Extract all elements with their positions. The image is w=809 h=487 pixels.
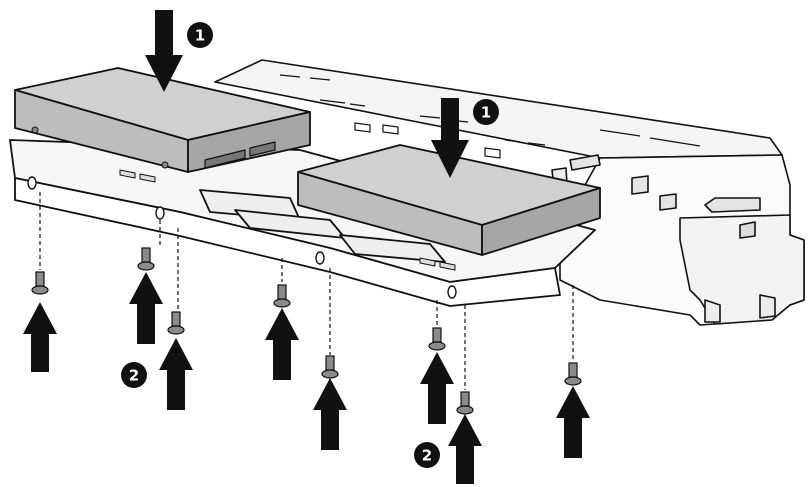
callout-label: 1 <box>195 27 205 45</box>
arrow-up-icon <box>265 308 299 380</box>
callout-step-1-left: 1 <box>187 22 213 48</box>
callout-step-1-right: 1 <box>473 99 499 125</box>
screw-icon <box>456 391 474 415</box>
callout-label: 2 <box>422 447 432 465</box>
callout-step-2-bottom: 2 <box>414 442 440 468</box>
arrow-down-icon <box>431 98 469 178</box>
arrow-up-icon <box>23 302 57 372</box>
screw-icon <box>428 327 446 351</box>
callout-label: 2 <box>129 367 139 385</box>
arrow-up-icon <box>159 338 193 410</box>
arrow-up-icon <box>556 386 590 458</box>
screw-icon <box>137 247 155 271</box>
arrow-up-icon <box>420 352 454 424</box>
callout-step-2-left: 2 <box>121 362 147 388</box>
screw-guide-lines <box>39 192 574 390</box>
arrow-up-icon <box>129 272 163 344</box>
arrow-down-icon <box>145 10 183 92</box>
screw-icon <box>273 284 291 308</box>
hard-drive-right <box>297 144 601 256</box>
screw-icon <box>564 362 582 386</box>
hard-drive-left <box>14 67 311 173</box>
screw-icon <box>31 271 49 295</box>
screw-icon <box>167 311 185 335</box>
screw-icon <box>321 355 339 379</box>
tray-screw-holes <box>27 176 457 299</box>
callout-label: 1 <box>481 104 491 122</box>
arrow-up-icon <box>448 414 482 484</box>
arrow-up-icon <box>313 378 347 450</box>
